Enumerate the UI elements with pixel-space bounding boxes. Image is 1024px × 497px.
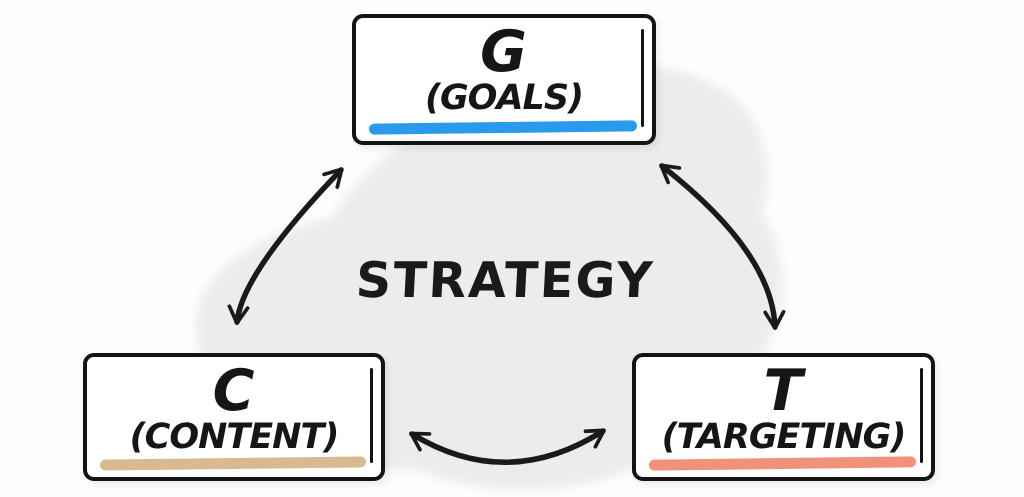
sketch-double-stroke <box>920 368 923 463</box>
node-content-underline <box>99 456 367 471</box>
node-targeting-letter: T <box>763 358 804 424</box>
sketch-double-stroke <box>370 368 373 463</box>
arrow-content-targeting <box>409 428 606 465</box>
node-content: C (CONTENT) <box>83 353 385 481</box>
node-content-letter: C <box>212 358 256 424</box>
sketch-double-stroke <box>641 29 644 127</box>
node-goals: G (GOALS) <box>352 14 656 145</box>
diagram-title: STRATEGY <box>354 252 656 309</box>
node-targeting: T (TARGETING) <box>632 353 935 481</box>
node-content-label: (CONTENT) <box>129 416 340 457</box>
node-targeting-label: (TARGETING) <box>661 416 907 457</box>
node-targeting-underline <box>648 456 917 471</box>
arrow-goals-content <box>227 167 344 325</box>
arrow-goals-targeting <box>659 163 786 330</box>
node-goals-label: (GOALS) <box>424 77 584 118</box>
node-goals-underline <box>368 120 638 135</box>
node-goals-letter: G <box>480 19 528 85</box>
